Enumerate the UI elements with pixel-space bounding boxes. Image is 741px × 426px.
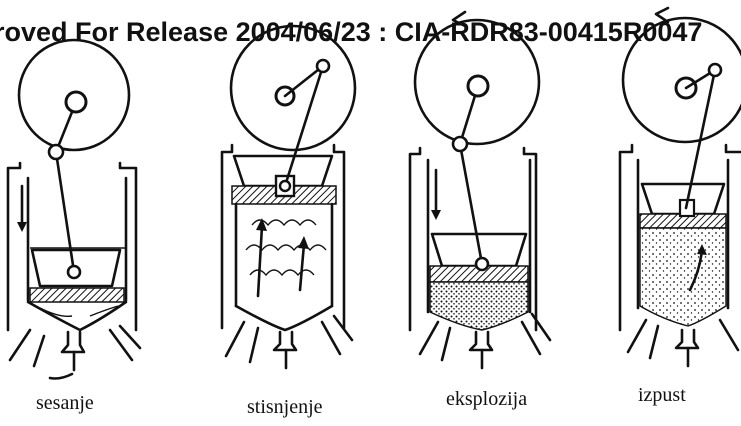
cylinder-wall-right [726, 145, 741, 152]
cylinder-wall-left [410, 148, 420, 330]
down-arrow [431, 210, 441, 220]
stage-explosion [410, 12, 550, 368]
spark-plug [62, 332, 84, 352]
exhaust-gas [640, 228, 726, 326]
down-arrow [17, 222, 27, 232]
stage-compression [222, 26, 355, 368]
connecting-rod [285, 66, 323, 186]
combustion-chamber [236, 306, 332, 330]
crank-pivot [66, 92, 86, 112]
rotation-arrow [656, 8, 668, 22]
cylinder-wall-left [222, 145, 232, 328]
stage-exhaust [620, 8, 741, 366]
cylinder-wall-right [334, 145, 344, 328]
combustion-chamber [28, 302, 126, 330]
caption-exhaust: izpust [638, 384, 686, 407]
spark-plug [470, 332, 492, 350]
crank-pivot [468, 76, 488, 96]
piston-ring [30, 288, 124, 302]
burning-gas [430, 282, 528, 330]
cylinder-wall-left [620, 145, 632, 330]
caption-explosion: eksplozija [446, 388, 527, 411]
caption-intake: sesanje [36, 392, 94, 415]
spark-plug [676, 330, 698, 348]
spark-plug [274, 332, 296, 350]
cylinder-wall-left [8, 163, 20, 330]
flywheel [231, 26, 355, 150]
caption-compression: stisnjenje [247, 396, 323, 419]
stage-intake [8, 40, 140, 379]
